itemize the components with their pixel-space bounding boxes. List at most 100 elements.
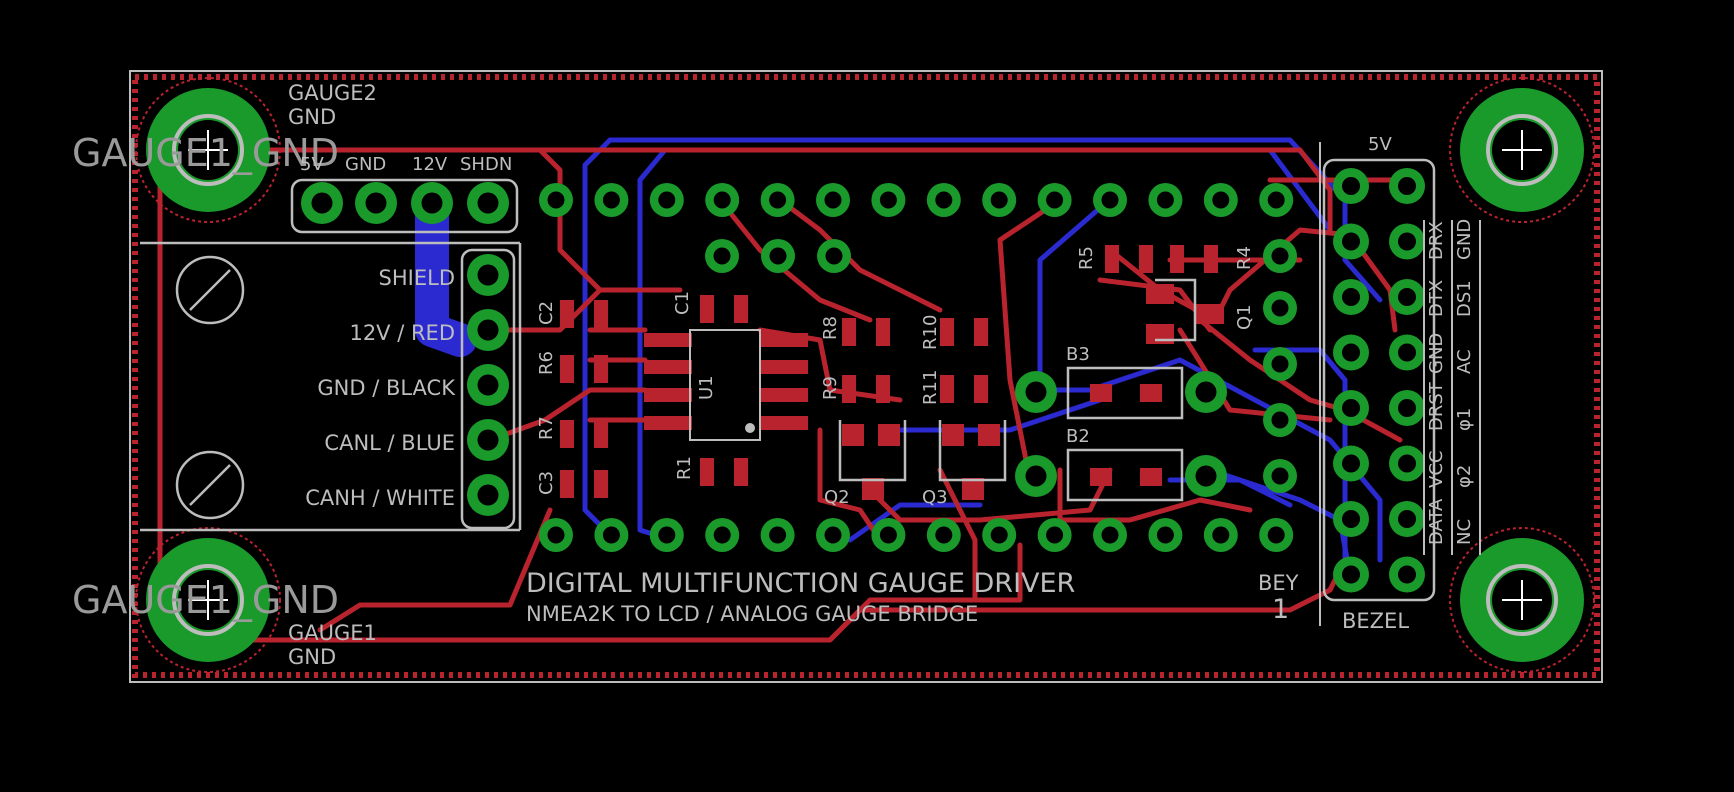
bezel-header-pad bbox=[1389, 445, 1425, 482]
controller-pad-bottom bbox=[1203, 518, 1238, 552]
smd-b3 bbox=[1090, 384, 1112, 402]
smd-u1-pin bbox=[760, 416, 808, 430]
label-c3: C3 bbox=[536, 471, 557, 495]
through-hole-pads bbox=[301, 168, 1425, 593]
controller-pad-bottom bbox=[594, 518, 629, 552]
connector-pad bbox=[467, 309, 509, 351]
smd-c3 bbox=[594, 470, 608, 498]
smd-c1 bbox=[700, 295, 714, 323]
connector-pin-12v: 12V / RED bbox=[349, 321, 455, 345]
bezel-header-pad bbox=[1389, 223, 1425, 260]
connector-pin-canl: CANL / BLUE bbox=[324, 431, 455, 455]
smd-q2 bbox=[842, 424, 864, 446]
controller-pad-bottom bbox=[760, 518, 795, 552]
smd-r5 bbox=[1139, 245, 1153, 273]
controller-pad-top bbox=[594, 183, 629, 217]
label-r10: R10 bbox=[920, 315, 941, 350]
smd-u1-pin bbox=[644, 360, 692, 374]
controller-pad-top bbox=[1259, 183, 1294, 217]
smd-c1 bbox=[734, 295, 748, 323]
smd-r5 bbox=[1105, 245, 1119, 273]
controller-pad-top bbox=[816, 183, 850, 217]
smd-b2 bbox=[1140, 468, 1162, 486]
q1-outline bbox=[1155, 278, 1197, 342]
smd-c2 bbox=[560, 300, 574, 328]
bezel-header-pad bbox=[1389, 390, 1425, 426]
controller-pad-top bbox=[1203, 183, 1238, 217]
power-header-pad bbox=[467, 182, 509, 224]
connector-pin-canh: CANH / WHITE bbox=[305, 486, 455, 510]
label-gauge1-gnd: GND bbox=[288, 645, 336, 669]
controller-pad-top bbox=[649, 183, 684, 217]
label-header-shdn: SHDN bbox=[460, 154, 512, 175]
smd-c3 bbox=[560, 470, 574, 498]
smd-b3 bbox=[1140, 384, 1162, 402]
controller-pad-top bbox=[1093, 183, 1127, 217]
bezel-header-pad bbox=[1333, 223, 1369, 260]
controller-pad-bottom bbox=[871, 518, 906, 552]
label-gauge1-gnd-top: GAUGE1_GND bbox=[72, 131, 339, 175]
connector-pad bbox=[467, 254, 509, 296]
bezel-pin-label: NC bbox=[1454, 519, 1475, 545]
connector-pin-gnd: GND / BLACK bbox=[317, 376, 456, 400]
label-header-5v: 5V bbox=[300, 154, 324, 175]
smd-r6 bbox=[560, 355, 574, 383]
controller-pad-top bbox=[1037, 183, 1072, 217]
mounting-holes bbox=[135, 77, 1595, 673]
controller-pad-bottom bbox=[1259, 518, 1294, 552]
label-gauge2-gnd: GND bbox=[288, 105, 336, 129]
q3-outline bbox=[938, 420, 1007, 482]
smd-r8 bbox=[842, 318, 856, 346]
controller-pad-side bbox=[1263, 347, 1297, 381]
switch-b3-pad bbox=[1185, 371, 1227, 413]
controller-pad-bottom bbox=[649, 518, 684, 552]
smd-q3 bbox=[978, 424, 1000, 446]
bezel-pin-label: AC bbox=[1454, 349, 1475, 374]
bezel-header-pad bbox=[1389, 279, 1425, 315]
silkscreen-text: GAUGE2 GND GAUGE1_GND GAUGE1_GND GAUGE1 … bbox=[72, 81, 1409, 669]
label-q1: Q1 bbox=[1234, 304, 1255, 330]
controller-pad-top bbox=[871, 183, 906, 217]
smd-r9 bbox=[842, 375, 856, 403]
smd-q1 bbox=[1146, 284, 1174, 304]
connector-pin-shield: SHIELD bbox=[379, 266, 455, 290]
bezel-header-pad bbox=[1333, 445, 1369, 482]
board-title: DIGITAL MULTIFUNCTION GAUGE DRIVER bbox=[526, 568, 1075, 599]
label-r8: R8 bbox=[820, 316, 841, 340]
mount-hole-top-left bbox=[135, 77, 281, 223]
label-c1: C1 bbox=[672, 291, 693, 315]
board-edge-dashed bbox=[132, 74, 1600, 678]
smd-u1-pin bbox=[760, 388, 808, 402]
bezel-header-pad bbox=[1333, 390, 1369, 426]
smd-q3 bbox=[962, 478, 984, 500]
controller-pad-top bbox=[705, 183, 740, 217]
label-gauge1: GAUGE1 bbox=[288, 621, 377, 645]
label-b3: B3 bbox=[1066, 344, 1090, 365]
smd-c2 bbox=[594, 300, 608, 328]
label-q3: Q3 bbox=[922, 487, 948, 508]
smd-r6 bbox=[594, 355, 608, 383]
label-bey: BEY bbox=[1258, 571, 1299, 595]
controller-pad-bottom bbox=[1148, 518, 1183, 552]
switch-b3-outline bbox=[1066, 366, 1184, 420]
bezel-pin-label: φ2 bbox=[1454, 465, 1475, 488]
bezel-label-block bbox=[1423, 220, 1481, 555]
controller-pad-side bbox=[1263, 291, 1297, 325]
controller-pad-top bbox=[760, 183, 795, 217]
q2-outline bbox=[838, 420, 907, 482]
power-header-pad bbox=[411, 182, 453, 224]
controller-pad-top bbox=[926, 183, 961, 217]
controller-pad-top bbox=[982, 183, 1017, 217]
label-gauge1-gnd-bottom: GAUGE1_GND bbox=[72, 578, 339, 622]
label-r4: R4 bbox=[1234, 246, 1255, 270]
label-bey-number: 1 bbox=[1272, 594, 1289, 625]
bezel-header-pad bbox=[1389, 556, 1425, 593]
smd-u1-pin bbox=[644, 416, 692, 430]
can-connector bbox=[140, 241, 522, 532]
bezel-header-pad bbox=[1389, 501, 1425, 537]
mount-hole-bottom-left bbox=[135, 527, 281, 673]
connector-pad bbox=[467, 364, 509, 406]
smd-q2 bbox=[862, 478, 884, 500]
